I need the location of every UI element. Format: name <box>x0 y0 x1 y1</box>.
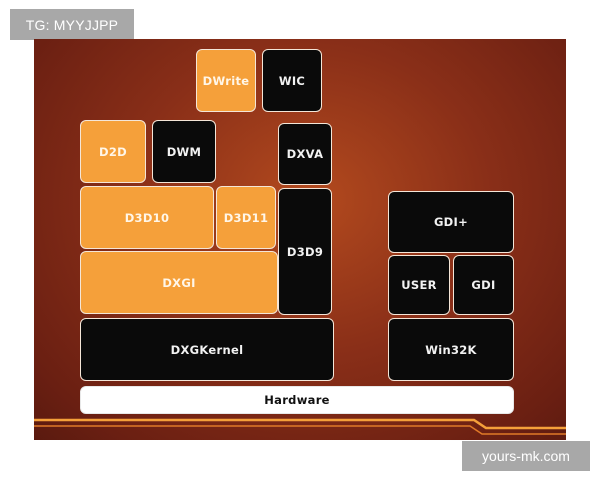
dwrite-box: DWrite <box>196 49 256 112</box>
architecture-slide: DWrite WIC D2D DWM DXVA D3D10 D3D11 D3D9… <box>34 39 566 440</box>
decorative-stripes <box>34 418 566 435</box>
source-watermark: yours-mk.com <box>462 441 590 471</box>
d3d11-box: D3D11 <box>216 186 276 249</box>
d3d10-box: D3D10 <box>80 186 214 249</box>
d2d-box: D2D <box>80 120 146 183</box>
stripe-upper <box>34 418 566 430</box>
gdi-box: GDI <box>453 255 514 315</box>
d3d9-box: D3D9 <box>278 188 332 315</box>
hardware-box: Hardware <box>80 386 514 414</box>
user-box: USER <box>388 255 450 315</box>
win32k-box: Win32K <box>388 318 514 381</box>
dxva-box: DXVA <box>278 123 332 185</box>
dxgi-box: DXGI <box>80 251 278 314</box>
slide-footer-dots <box>38 430 66 440</box>
stripe-lower <box>34 425 566 435</box>
wic-box: WIC <box>262 49 322 112</box>
gdiplus-box: GDI+ <box>388 191 514 253</box>
watermark-tag: TG: MYYJJPP <box>10 9 134 40</box>
dxgkernel-box: DXGKernel <box>80 318 334 381</box>
dwm-box: DWM <box>152 120 216 183</box>
